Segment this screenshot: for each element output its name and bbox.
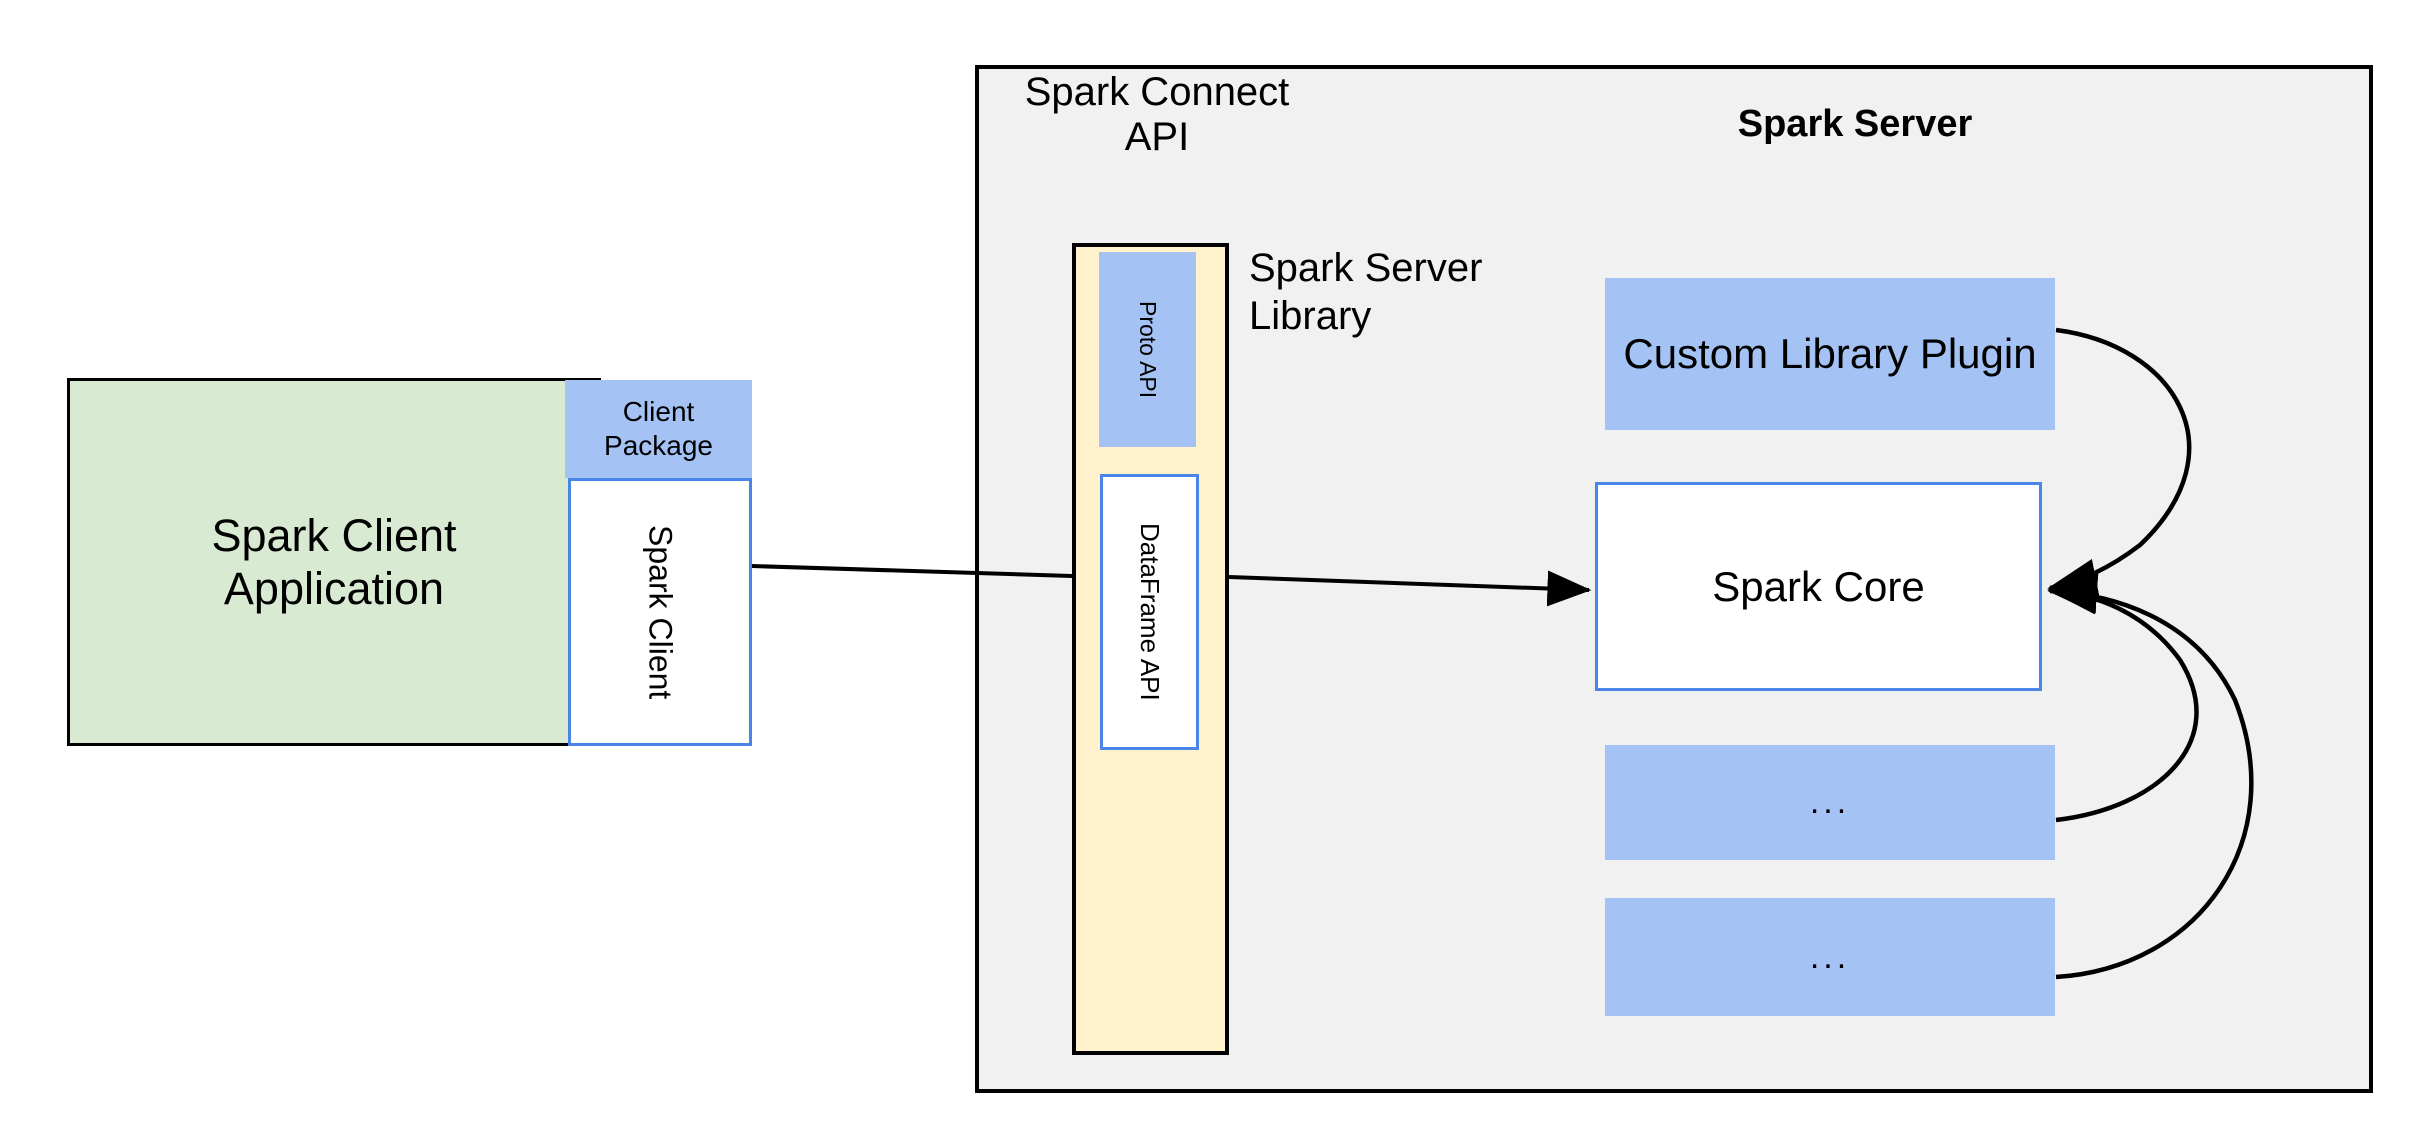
spark-core-box[interactable]: Spark Core (1595, 482, 2042, 691)
spark-server-library-line2: Library (1249, 294, 1372, 338)
spark-client-application-line1: Spark Client (211, 509, 457, 561)
spark-client-application-line2: Application (223, 563, 445, 614)
spark-connect-api-label: Spark Connect API (1007, 70, 1307, 162)
proto-api-box[interactable]: Proto API (1099, 252, 1196, 447)
spark-server-library-label: Spark Server Library (1249, 244, 1549, 344)
dataframe-api-box[interactable]: DataFrame API (1100, 474, 1199, 750)
spark-client-application-box[interactable]: Spark Client Application (67, 378, 601, 746)
client-package-box[interactable]: Client Package (565, 380, 752, 478)
spark-connect-api-line1: Spark Connect (1024, 70, 1290, 114)
proto-api-label: Proto API (1135, 300, 1161, 399)
spark-connect-api-line2: API (1124, 114, 1190, 159)
dataframe-api-label: DataFrame API (1135, 523, 1165, 701)
spark-server-library-line1: Spark Server (1249, 246, 1483, 290)
spark-client-box[interactable]: Spark Client (568, 478, 752, 746)
custom-library-plugin-box[interactable]: Custom Library Plugin (1605, 278, 2055, 430)
client-package-line2: Package (604, 430, 713, 461)
client-package-line1: Client (622, 396, 695, 428)
more-component-box-1[interactable]: ... (1605, 745, 2055, 860)
spark-client-label: Spark Client (642, 524, 679, 700)
more-component-box-2[interactable]: ... (1605, 898, 2055, 1016)
spark-server-title: Spark Server (1737, 102, 1973, 145)
